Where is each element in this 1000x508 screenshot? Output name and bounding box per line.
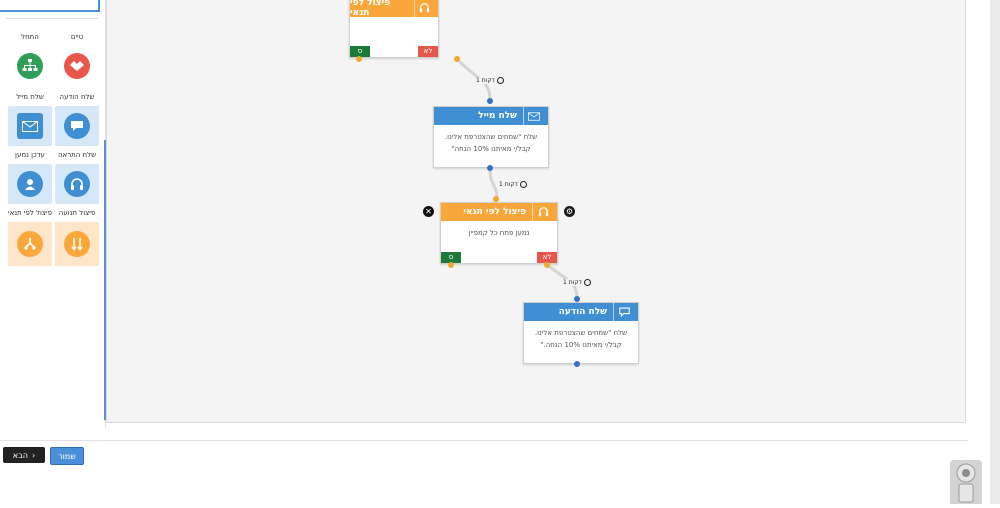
tool-label: שלח מייל <box>16 93 44 101</box>
handshake-icon <box>64 53 90 79</box>
tool-update-recipient[interactable]: עדכן נמען <box>8 150 52 204</box>
node-title: פיצול לפי תנאי <box>350 0 391 18</box>
headset-icon <box>532 203 553 221</box>
tool-label: התחל <box>21 33 39 41</box>
palette-search-box[interactable] <box>0 0 100 12</box>
save-button[interactable]: שמור <box>50 447 84 465</box>
tool-box <box>8 164 52 204</box>
node-header: פיצול לפי תנאי <box>441 203 557 221</box>
tool-send-message[interactable]: שלח הודעה <box>55 92 99 146</box>
tool-split-traffic[interactable]: פיצול תנועה <box>55 208 99 266</box>
tool-label: עדכן נמען <box>15 151 45 159</box>
tool-box <box>55 106 99 146</box>
sitemap-icon <box>17 53 43 79</box>
output-port-no[interactable] <box>544 262 550 268</box>
tool-send-alert[interactable]: שלח התראה <box>55 150 99 204</box>
flow-canvas[interactable]: פיצול לפי תנאי ס לא 1 דקות שלח מייל שלח … <box>106 0 966 423</box>
tool-box <box>55 222 99 266</box>
tool-label: פיצול לפי תנאי <box>8 209 52 217</box>
yes-branch-tag[interactable]: ס <box>350 46 370 57</box>
user-icon <box>17 171 43 197</box>
node-header: פיצול לפי תנאי <box>350 0 438 18</box>
tool-box <box>55 46 99 86</box>
next-button[interactable]: הבא › <box>3 447 45 463</box>
output-port[interactable] <box>574 361 580 367</box>
node-title: שלח מייל <box>478 111 517 121</box>
split-icon <box>17 231 43 257</box>
delay-text: 1 דקות <box>563 279 582 286</box>
node-title: פיצול לפי תנאי <box>463 207 526 217</box>
output-port-no[interactable] <box>454 56 460 62</box>
input-port[interactable] <box>487 98 493 104</box>
node-body: שלח "שמחים שהצטרפת אלינו. קבל/י מאיתנו 1… <box>444 133 538 153</box>
delete-node-button[interactable]: ✕ <box>423 206 434 217</box>
chevron-right-icon: › <box>32 450 36 460</box>
output-port-yes[interactable] <box>448 262 454 268</box>
tool-box <box>8 106 52 146</box>
node-split-condition-1[interactable]: פיצול לפי תנאי ס לא <box>349 0 439 58</box>
delay-label[interactable]: 1 דקות <box>563 279 591 286</box>
input-port[interactable] <box>574 296 580 302</box>
tool-box <box>8 46 52 86</box>
tool-label: טיים <box>70 33 84 41</box>
node-body: שלח "שמחים שהצטרפת אלינו. קבל/י מאיתנו 1… <box>534 329 628 349</box>
split-arrows-icon <box>64 231 90 257</box>
tool-send-email[interactable]: שלח מייל <box>8 92 52 146</box>
output-port-yes[interactable] <box>356 56 362 62</box>
delay-text: 1 דקות <box>499 181 518 188</box>
node-header: שלח מייל <box>434 107 548 125</box>
support-robot-icon <box>956 463 976 503</box>
node-body: נמען פתח כל קמפיין <box>468 229 530 237</box>
tool-label: שלח התראה <box>57 151 97 159</box>
clock-icon <box>519 181 527 188</box>
headset-icon <box>64 171 90 197</box>
chat-icon <box>613 303 634 321</box>
chat-icon <box>64 113 90 139</box>
node-send-email[interactable]: שלח מייל שלח "שמחים שהצטרפת אלינו. קבל/י… <box>433 106 549 168</box>
output-port[interactable] <box>487 165 493 171</box>
tool-palette: התחל טיים שלח מייל שלח הודעה <box>0 0 106 428</box>
yes-branch-tag[interactable]: ס <box>441 252 461 263</box>
delay-label[interactable]: 1 דקות <box>476 77 504 84</box>
tool-box <box>8 222 52 266</box>
node-header: שלח הודעה <box>524 303 638 321</box>
clock-icon <box>583 279 591 286</box>
save-label: שמור <box>58 451 76 461</box>
window-scrollbar[interactable] <box>990 0 1000 504</box>
tool-label: שלח הודעה <box>59 93 95 101</box>
tool-box <box>55 164 99 204</box>
next-label: הבא <box>12 450 28 460</box>
envelope-icon <box>523 107 544 125</box>
tool-split-by-condition[interactable]: פיצול לפי תנאי <box>8 208 52 266</box>
gear-icon[interactable]: ⚙ <box>564 206 575 217</box>
input-port[interactable] <box>493 196 499 202</box>
no-branch-tag[interactable]: לא <box>418 46 438 57</box>
headset-icon <box>414 0 434 17</box>
envelope-icon <box>17 113 43 139</box>
tool-start[interactable]: התחל <box>8 32 52 86</box>
delay-text: 1 דקות <box>476 77 495 84</box>
node-send-message[interactable]: שלח הודעה שלח "שמחים שהצטרפת אלינו. קבל/… <box>523 302 639 364</box>
no-branch-tag[interactable]: לא <box>537 252 557 263</box>
tool-label: פיצול תנועה <box>58 209 96 217</box>
node-title: שלח הודעה <box>558 307 607 317</box>
support-widget[interactable] <box>950 460 982 504</box>
delay-label[interactable]: 1 דקות <box>499 181 527 188</box>
palette-divider <box>6 18 98 19</box>
page-divider <box>0 440 968 441</box>
tool-timer[interactable]: טיים <box>55 32 99 86</box>
node-split-condition-2[interactable]: פיצול לפי תנאי נמען פתח כל קמפיין ס לא <box>440 202 558 264</box>
clock-icon <box>496 77 504 84</box>
